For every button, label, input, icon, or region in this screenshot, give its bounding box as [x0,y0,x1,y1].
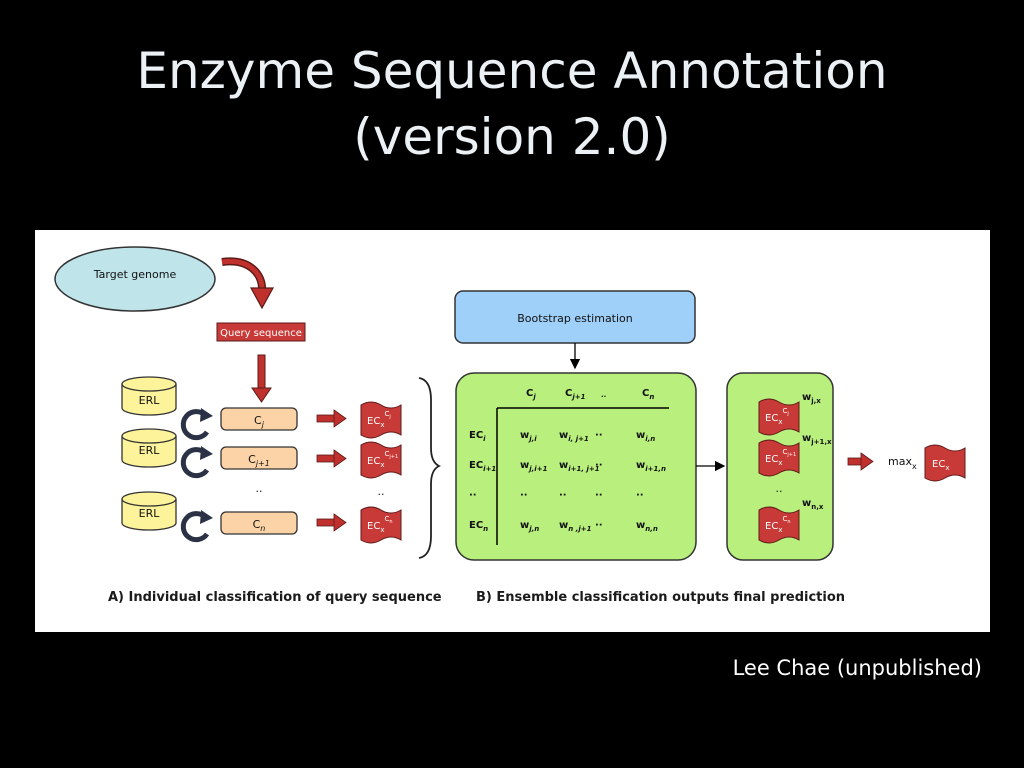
caption-a: A) Individual classification of query se… [108,590,442,605]
erl-database-1: ERL [121,376,177,416]
curly-brace [418,377,442,559]
weight-label: wj,x [802,392,821,405]
max-label: maxx [888,455,917,471]
classifier-label: C [254,414,262,427]
matrix-col-header: Cj+1 [565,388,586,401]
svg-text:Cj+1: Cj+1 [248,453,270,468]
matrix-cell: wj,n [520,520,539,533]
matrix-cell: wj,i [520,430,537,443]
credit-text: Lee Chae (unpublished) [732,656,982,680]
ec-flag-weight-j1: ECxCj+1 [758,439,800,477]
matrix-cell: wj,i+1 [520,460,548,473]
matrix-col-header: Cn [642,388,654,401]
ec-flag-weight-j: ECxCj [758,398,800,436]
red-arrow-icon [316,409,347,428]
matrix-cell: wi+1,n [636,460,666,473]
red-arrow-icon [316,513,347,532]
erl-label: ERL [139,444,161,457]
title-line-2: (version 2.0) [353,108,671,166]
matrix-cell: wi+1, j+1 [559,460,600,473]
title-line-1: Enzyme Sequence Annotation [136,42,888,100]
svg-text:ECxCn: ECxCn [367,515,393,534]
erl-label: ERL [139,394,161,407]
ellipsis: ·· [378,488,385,501]
caption-b: B) Ensemble classification outputs final… [476,590,845,605]
svg-text:Cn: Cn [253,518,266,533]
ec-flag-weight-n: ECxCn [758,506,800,544]
matrix-col-header: ·· [601,393,607,401]
ec-flag-j1: ECxCj+1 [360,441,402,479]
matrix-cell: wn ,j+1 [559,520,592,533]
target-genome-label: Target genome [93,268,177,281]
classifier-sub: n [260,524,265,533]
matrix-row-header: ECi [469,430,486,443]
erl-database-3: ERL [121,491,177,531]
diagram-canvas: Target genome Query sequence ERL ERL ERL [54,246,966,605]
bootstrap-label: Bootstrap estimation [517,312,633,325]
query-sequence-label: Query sequence [220,328,302,339]
ec-flag-j: ECxCj [360,401,402,439]
matrix-cell: ·· [595,430,603,441]
final-ec-flag: ECx [924,444,966,482]
matrix-cell: wn,n [636,520,658,533]
cycle-icon [180,446,213,479]
matrix-cell: ·· [636,490,644,501]
matrix-cell: ·· [595,520,603,531]
red-arrow-icon [316,449,347,468]
ellipsis: ·· [256,485,263,498]
erl-label: ERL [139,507,161,520]
svg-text:ECxCj: ECxCj [765,407,789,426]
classifier-sub: j+1 [255,459,270,468]
svg-text:ECxCn: ECxCn [765,515,791,534]
matrix-cell: ·· [520,490,528,501]
svg-text:ECxCj+1: ECxCj+1 [765,448,796,467]
svg-text:Cj: Cj [254,414,265,429]
matrix-cell: wi, j+1 [559,430,589,443]
weight-label: wj+1,x [802,433,832,446]
classifier-sub: j [261,420,265,429]
classifier-box-j [220,407,298,431]
matrix-row-header: ECi+1 [469,460,496,473]
matrix-cell: ·· [595,460,603,471]
matrix-cell: ·· [595,490,603,501]
weight-label: wn,x [802,498,824,511]
matrix-cell: ·· [559,490,567,501]
cycle-icon [180,408,213,441]
matrix-row-header: ECn [469,520,488,533]
classifier-label: C [253,518,261,531]
matrix-cell: wi,n [636,430,655,443]
ellipsis: ·· [776,485,783,498]
classifier-box-n [220,511,298,535]
cycle-icon [180,510,213,543]
matrix-row-header: ·· [469,490,477,501]
red-arrow-icon [847,452,874,471]
svg-text:ECxCj+1: ECxCj+1 [367,450,398,469]
classifier-label: C [248,453,256,466]
erl-database-2: ERL [121,428,177,468]
target-genome-ellipse [54,246,216,312]
ec-flag-n: ECxCn [360,506,402,544]
query-sequence-box [216,322,306,342]
matrix-col-header: Cj [526,388,536,401]
svg-text:ECxCj: ECxCj [367,410,391,429]
slide-title: Enzyme Sequence Annotation (version 2.0) [0,38,1024,170]
svg-text:ECx: ECx [932,459,949,472]
classifier-box-j1 [220,446,298,470]
ensemble-diagram: Target genome Query sequence ERL ERL ERL [35,230,990,632]
